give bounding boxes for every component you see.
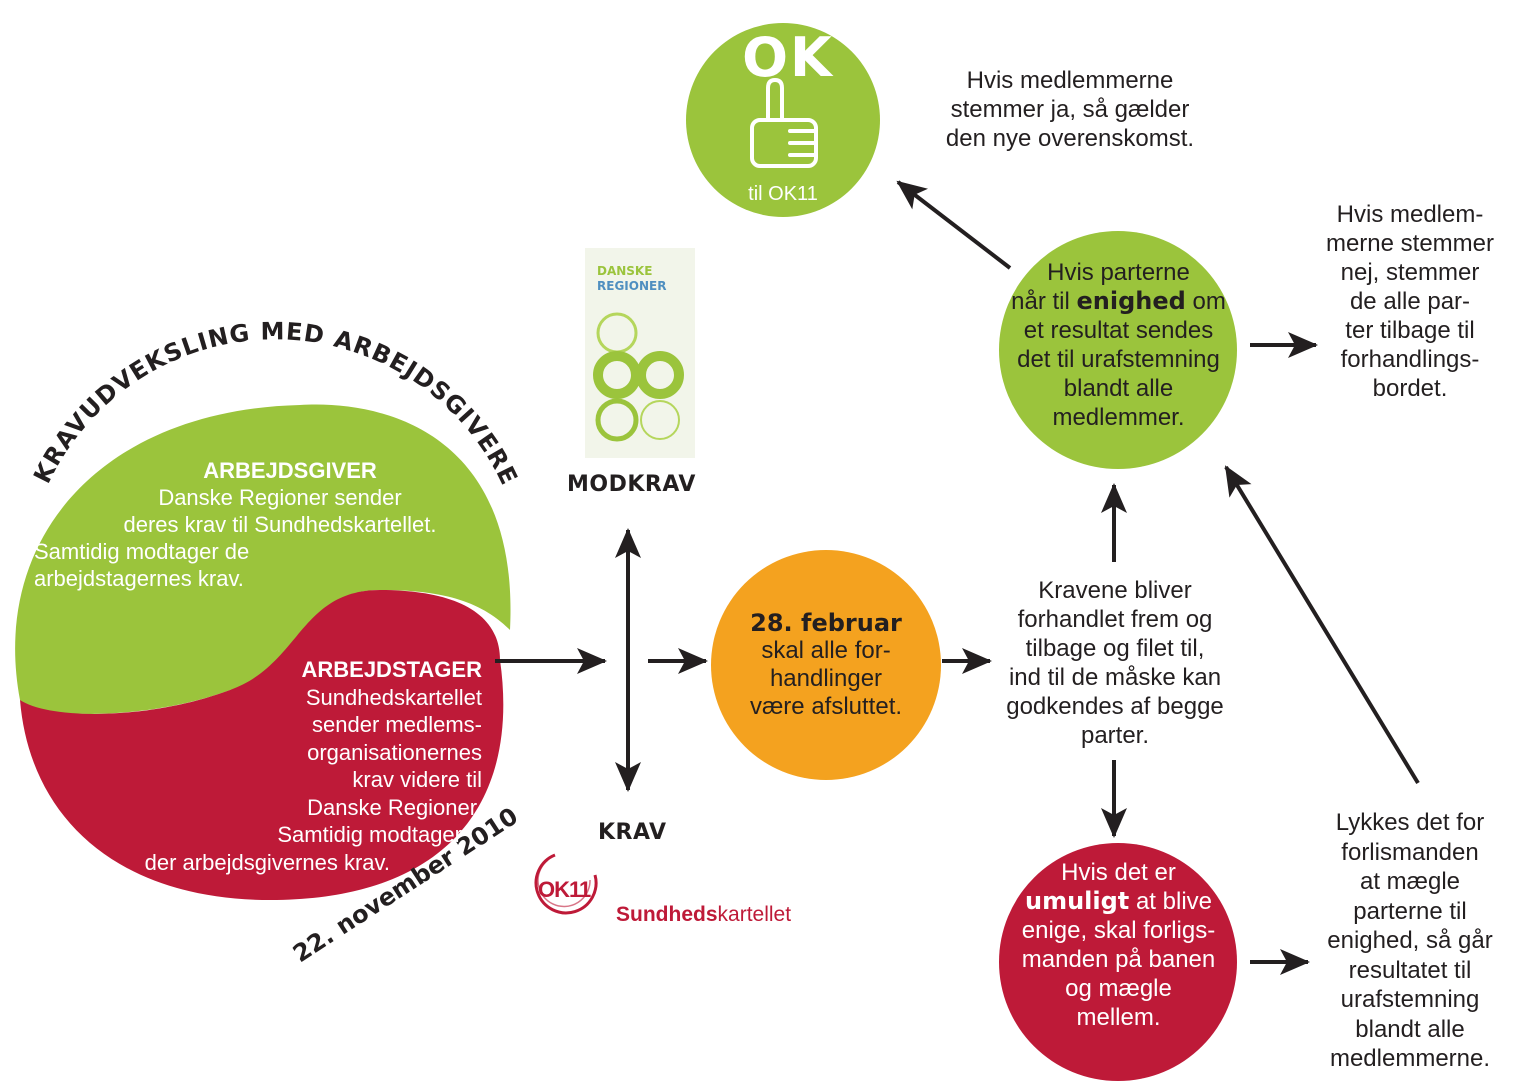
impossible-line-5: og mægle	[1065, 975, 1172, 1002]
mediation-line-8: blandt alle	[1355, 1015, 1465, 1043]
svg-text:OK11: OK11	[538, 877, 591, 902]
negotiation-line-5: godkendes af begge	[1006, 693, 1224, 720]
no-line-2: merne stemmer	[1325, 230, 1495, 257]
deadline-circle	[711, 550, 941, 780]
impossible-line-3: enige, skal forligs-	[1021, 917, 1216, 944]
arrow-agreement-to-ok	[896, 180, 1012, 270]
mediation-line-1: Lykkes det for	[1335, 809, 1485, 836]
agreement-circle	[999, 231, 1237, 469]
no-line-6: forhandlings-	[1340, 346, 1480, 373]
impossible-line-2: umuligt at blive	[996, 887, 1241, 916]
negotiation-line-3: tilbage og filet til,	[1025, 635, 1205, 662]
yes-line-3: den nye overenskomst.	[945, 125, 1195, 152]
agreement-line-6: medlemmer.	[1052, 404, 1185, 431]
employee-title: ARBEJDSTAGER	[301, 657, 482, 682]
agreement-enighed: enighed	[1076, 287, 1186, 315]
impossible-circle	[999, 843, 1237, 1081]
agreement-line-4: det til urafstemning	[1017, 346, 1220, 373]
krav-label: KRAV	[598, 820, 667, 845]
employer-green-shape	[15, 404, 511, 714]
employer-block: ARBEJDSGIVER Danske Regioner sender dere…	[30, 457, 490, 592]
employee-block: ARBEJDSTAGER Sundhedskartellet sender me…	[110, 656, 482, 876]
svg-text:DANSKE: DANSKE	[597, 264, 652, 278]
employee-line-1: Sundhedskartellet	[305, 684, 482, 710]
impossible-umuligt: umuligt	[1024, 887, 1130, 915]
employee-line-2: sender medlems-	[312, 712, 482, 737]
mediation-line-2: forlismanden	[1341, 838, 1479, 866]
employee-line-5: Danske Regioner.	[307, 794, 482, 820]
negotiation-line-4: ind til de måske kan	[1008, 664, 1222, 691]
employer-line-2: deres krav til Sundhedskartellet.	[123, 512, 437, 537]
svg-text:Sundhedskartellet: Sundhedskartellet	[616, 903, 791, 926]
employee-red-shape	[20, 590, 504, 900]
arrow-mediation-to-agreement	[1224, 465, 1420, 785]
mediation-line-9: medlemmerne.	[1329, 1045, 1491, 1072]
employer-line-4: arbejdstagernes krav.	[34, 566, 244, 591]
employer-line-1: Danske Regioner sender	[158, 485, 402, 510]
deadline-line-2: handlinger	[769, 665, 883, 692]
impossible-line-2-post: at blive	[1129, 888, 1212, 915]
agreement-line-2-post: om	[1185, 288, 1226, 315]
mediation-line-5: enighed, så går	[1327, 927, 1493, 954]
agreement-line-2-pre: når til	[1011, 288, 1077, 315]
agreement-text: Hvis parterne når til enighed om et resu…	[996, 258, 1241, 432]
agreement-line-1: Hvis parterne	[1047, 259, 1190, 286]
employer-line-3: Samtidig modtager de	[34, 539, 250, 564]
deadline-title: 28. februar	[750, 609, 902, 637]
no-line-1: Hvis medlem-	[1336, 201, 1484, 228]
mediation-text: Lykkes det for forlismanden at mægle par…	[1305, 808, 1515, 1074]
deadline-line-1: skal alle for-	[761, 637, 891, 664]
agreement-line-5: blandt alle	[1063, 375, 1174, 402]
thumbs-up-icon	[750, 78, 818, 168]
employer-title: ARBEJDSGIVER	[203, 458, 377, 483]
mediation-line-3: at mægle	[1359, 868, 1461, 895]
impossible-text: Hvis det er umuligt at blive enige, skal…	[996, 858, 1241, 1032]
negotiation-line-1: Kravene bliver	[1038, 577, 1192, 604]
no-line-5: ter tilbage til	[1345, 317, 1475, 344]
negotiation-line-6: parter.	[1080, 722, 1150, 749]
mediation-line-6: resultatet til	[1348, 956, 1472, 984]
modkrav-label: MODKRAV	[567, 472, 696, 497]
sundhedskartellet-logo: OK11 Sundhedskartellet	[534, 853, 791, 926]
employee-line-7: der arbejdsgivernes krav.	[144, 849, 390, 875]
ok-title: OK	[742, 26, 834, 89]
impossible-line-4: manden på banen	[1021, 946, 1216, 973]
employee-line-6: Samtidig modtager	[277, 822, 462, 847]
deadline-text: 28. februar skal alle for- handlinger væ…	[716, 609, 936, 721]
mediation-line-7: urafstemning	[1340, 986, 1480, 1013]
impossible-line-6: mellem.	[1076, 1004, 1161, 1031]
danske-regioner-logo: DANSKE REGIONER	[585, 248, 695, 458]
negotiation-line-2: forhandlet frem og	[1017, 606, 1213, 633]
agreement-line-3: et resultat sendes	[1023, 317, 1214, 344]
employee-line-4: krav videre til	[352, 767, 482, 792]
mediation-line-4: parterne til	[1353, 897, 1467, 925]
agreement-line-2: når til enighed om	[996, 287, 1241, 316]
deadline-line-3: være afsluttet.	[749, 693, 903, 720]
no-text: Hvis medlem- merne stemmer nej, stemmer …	[1305, 200, 1515, 403]
no-line-4: de alle par-	[1349, 288, 1471, 315]
negotiation-text: Kravene bliver forhandlet frem og tilbag…	[985, 576, 1245, 750]
ok-caption: til OK11	[748, 183, 818, 205]
employee-line-3: organisationernes	[307, 739, 482, 765]
no-line-7: bordet.	[1372, 375, 1448, 402]
yes-text: Hvis medlemmerne stemmer ja, så gælder d…	[900, 66, 1240, 153]
yes-line-1: Hvis medlemmerne	[966, 67, 1174, 94]
svg-text:REGIONER: REGIONER	[597, 279, 666, 293]
impossible-line-1: Hvis det er	[1061, 859, 1176, 886]
no-line-3: nej, stemmer	[1340, 259, 1480, 286]
yes-line-2: stemmer ja, så gælder	[950, 96, 1190, 123]
